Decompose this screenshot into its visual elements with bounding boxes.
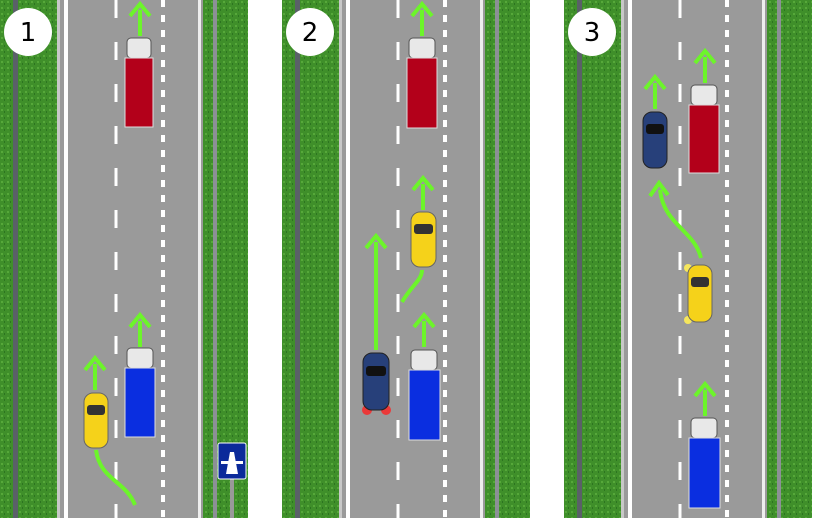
red-truck <box>124 37 154 128</box>
blue-truck <box>124 347 156 438</box>
panel-number: 3 <box>584 18 601 48</box>
yellow-car <box>83 392 109 449</box>
panel-3: 3 <box>562 0 814 518</box>
motorway-sign-icon <box>217 442 247 518</box>
path-curve <box>94 449 137 506</box>
panel-number-badge <box>568 8 616 56</box>
red-truck <box>688 84 720 174</box>
panel-1: 1 <box>0 0 250 518</box>
panel-2: 2 <box>280 0 532 518</box>
blue-truck <box>408 349 441 441</box>
dark-blue-car <box>642 111 668 169</box>
arrow-head-icon <box>648 179 670 198</box>
panel-number: 1 <box>20 18 37 48</box>
blue-truck <box>688 417 721 509</box>
dark-blue-car <box>362 352 391 415</box>
yellow-car <box>410 211 437 268</box>
panel-number-badge <box>286 8 334 56</box>
red-truck <box>406 37 438 129</box>
panel-number-badge <box>4 8 52 56</box>
yellow-car <box>684 264 713 324</box>
arrow-up-icon <box>364 232 388 350</box>
panel-number: 2 <box>302 18 319 48</box>
path-curve <box>658 189 703 259</box>
path-curve <box>400 269 424 304</box>
